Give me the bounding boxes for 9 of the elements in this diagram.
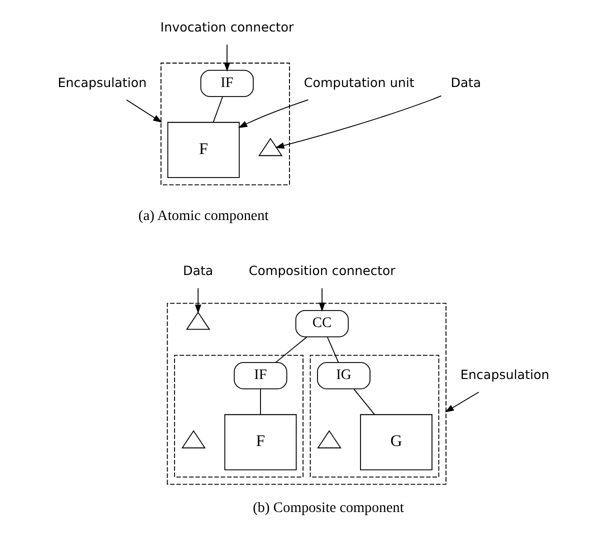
node-text: Invocation connector	[160, 20, 294, 35]
node-text: Computation unit	[303, 74, 414, 90]
label: (a) Atomic component	[138, 208, 268, 224]
node-text: Encapsulation	[460, 367, 549, 382]
node-text: Encapsulation	[57, 74, 146, 90]
node-text: Data	[182, 263, 213, 278]
node-text: Data	[450, 74, 481, 90]
label: (b) Composite component	[252, 500, 404, 516]
node-text: Composition connector	[248, 263, 395, 278]
